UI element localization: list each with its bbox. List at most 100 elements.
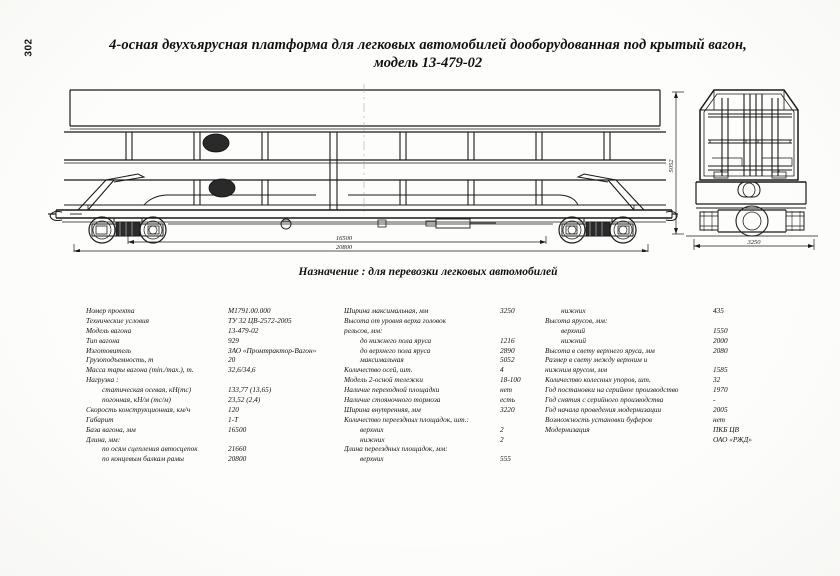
- spec-row: Год снятия с серийного производства -: [545, 395, 775, 405]
- spec-value: ЗАО «Промтрактор-Вагон»: [228, 345, 317, 355]
- spec-label: Год снятия с серийного производства: [545, 395, 664, 405]
- spec-row: Количество колесных упоров, шт. 32: [545, 375, 775, 385]
- spec-row: нижних 2: [344, 435, 540, 445]
- spec-label: нижних: [561, 306, 586, 315]
- dimension-label-overall-length: 20800: [336, 244, 353, 251]
- spec-label: Масса тары вагона (min./max.), т.: [86, 365, 194, 375]
- purpose-caption: Назначение : для перевозки легковых авто…: [298, 266, 558, 278]
- spec-label: нижним ярусом, мм: [545, 365, 608, 375]
- dimension-label-max-width: 3250: [747, 239, 762, 246]
- spec-row: до нижнего пола яруса 1216: [344, 336, 540, 346]
- spec-row: Количество осей, шт.4: [344, 365, 540, 375]
- spec-label: Год постановки на серийное производство: [545, 385, 679, 395]
- spec-row: Год постановки на серийное производство 1…: [545, 385, 775, 395]
- spec-value: есть: [500, 395, 515, 405]
- spec-row: Нагрузка :: [86, 375, 336, 385]
- spec-label: Длина переездных площадок, мм:: [344, 444, 448, 454]
- spec-value: 2000: [713, 335, 728, 345]
- spec-row: по концевым балкам рамы 20800: [86, 454, 336, 464]
- spec-row: статическая осевая, кН(тс)133,77 (13,65): [86, 385, 336, 395]
- spec-value: 2: [500, 434, 504, 444]
- spec-label: Модель 2-осной тележки: [344, 375, 423, 385]
- spec-value: -: [713, 395, 716, 405]
- spec-value: ТУ 32 ЦВ-2572-2005: [228, 315, 292, 325]
- spec-row: База вагона, мм 16500: [86, 425, 336, 435]
- spec-label: Грузоподъемность, т: [86, 355, 154, 365]
- spec-label: Номер проекта: [86, 306, 135, 315]
- spec-label: Количество колесных упоров, шт.: [545, 375, 651, 385]
- spec-label: Высота ярусов, мм:: [545, 315, 608, 325]
- page-number: 302: [23, 38, 35, 57]
- spec-value: 32: [713, 375, 721, 385]
- spec-label: Высота от уровня верха головок: [344, 315, 447, 325]
- spec-value: 16500: [228, 424, 247, 434]
- spec-label: нижних: [360, 434, 385, 444]
- spec-value: 32,6/34,6: [228, 365, 256, 375]
- spec-label: нижний: [561, 335, 586, 345]
- spec-row: Высота от уровня верха головок: [344, 316, 540, 326]
- spec-label: Габарит: [86, 414, 114, 424]
- spec-row: нижних 435: [545, 306, 775, 316]
- spec-label: до верхнего пола яруса: [360, 345, 431, 355]
- spec-row: нижний 2000: [545, 336, 775, 346]
- spec-row: погонная, кН/м (тс/м)23,52 (2,4): [86, 395, 336, 405]
- spec-label: до нижнего пола яруса: [360, 335, 432, 345]
- spec-label: Ширина внутренняя, мм: [344, 404, 421, 414]
- spec-row: рельсов, мм:: [344, 326, 540, 336]
- spec-label: Количество переездных площадок, шт.:: [344, 414, 469, 424]
- spec-label: максимальная: [360, 355, 404, 365]
- spec-row: Масса тары вагона (min./max.), т. 32,6/34…: [86, 365, 336, 375]
- spec-label: Скорость конструкционная, км/ч: [86, 404, 191, 414]
- spec-label: по осям сцепления автосцепок: [102, 444, 198, 454]
- side-elevation-svg: 16500 20800: [48, 84, 678, 252]
- spec-value: 3250: [500, 306, 515, 315]
- spec-label: Размер в свету между верхним и: [545, 355, 648, 365]
- spec-label: по концевым балкам рамы: [102, 454, 184, 464]
- spec-label: верхний: [561, 325, 586, 335]
- spec-label: Количество осей, шт.: [344, 365, 413, 375]
- spec-value: 18-100: [500, 375, 521, 385]
- spec-row: Количество переездных площадок, шт.:: [344, 415, 540, 425]
- spec-value: ОАО «РЖД»: [713, 434, 752, 444]
- spec-value: 2005: [713, 404, 728, 414]
- spec-value: 1970: [713, 385, 728, 395]
- spec-value: 20800: [228, 454, 247, 464]
- spec-row: Длина переездных площадок, мм:: [344, 444, 540, 454]
- spec-value: 1216: [500, 335, 515, 345]
- spec-value: нет: [500, 385, 513, 395]
- spec-label: Нагрузка :: [86, 375, 119, 385]
- spec-value: нет: [713, 414, 726, 424]
- spec-row: Высота ярусов, мм:: [545, 316, 775, 326]
- spec-value: 133,77 (13,65): [228, 385, 272, 395]
- page-title-line-1: 4-осная двухъярусная платформа для легко…: [109, 37, 747, 53]
- spec-label: Наличие переходной площадки: [344, 385, 440, 395]
- spec-row: Наличие переходной площадки нет: [344, 385, 540, 395]
- spec-label: верхних: [360, 454, 384, 464]
- spec-row: Длина, мм:: [86, 435, 336, 445]
- spec-value: 13-479-02: [228, 325, 259, 335]
- spec-label: База вагона, мм: [86, 424, 136, 434]
- spec-value: 435: [713, 306, 724, 315]
- side-elevation-drawing: 16500 20800: [48, 84, 678, 252]
